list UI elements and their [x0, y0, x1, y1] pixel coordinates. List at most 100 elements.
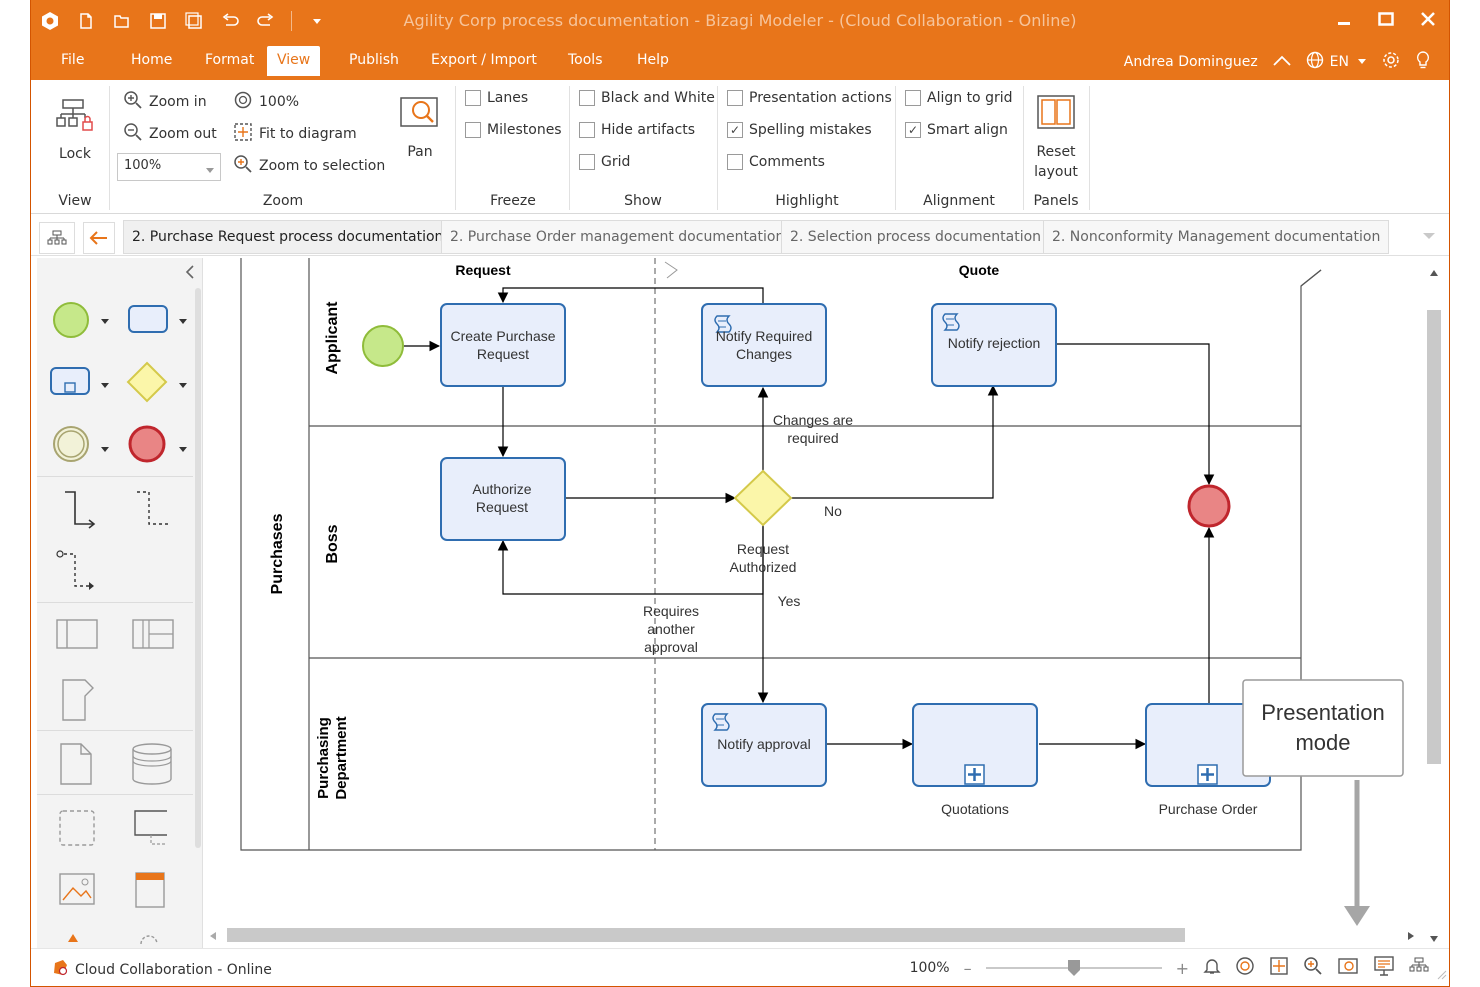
- grid-checkbox[interactable]: Grid: [579, 154, 630, 170]
- save-icon[interactable]: [147, 10, 169, 32]
- image-shape-icon[interactable]: [57, 870, 97, 914]
- scroll-up-icon[interactable]: [1429, 266, 1439, 281]
- zoom-level-combobox[interactable]: 100%: [117, 153, 221, 181]
- collapse-palette-icon[interactable]: [185, 264, 195, 284]
- maximize-icon[interactable]: [1375, 8, 1397, 30]
- process-tree-icon[interactable]: [39, 222, 75, 254]
- zoom-slider[interactable]: [985, 960, 1162, 976]
- zoom-100-icon[interactable]: [1235, 956, 1255, 980]
- association-icon[interactable]: [133, 488, 173, 536]
- more-shapes-icon[interactable]: [67, 932, 79, 947]
- zoom-plus-icon[interactable]: +: [1175, 958, 1189, 978]
- zoom-slider-thumb[interactable]: [1067, 960, 1080, 976]
- new-file-icon[interactable]: [75, 10, 97, 32]
- open-folder-icon[interactable]: [111, 10, 133, 32]
- hide-artifacts-checkbox[interactable]: Hide artifacts: [579, 122, 695, 138]
- group-shape-icon[interactable]: [57, 808, 97, 852]
- dropdown-arrow-icon[interactable]: [179, 314, 187, 329]
- task-shape-icon[interactable]: [127, 304, 169, 340]
- zoom-100-button[interactable]: 100%: [233, 90, 299, 114]
- pool-shape-icon[interactable]: [55, 618, 99, 654]
- scroll-right-icon[interactable]: [1407, 930, 1415, 945]
- task-create-purchase-request[interactable]: Create Purchase Request: [440, 303, 566, 387]
- pan-button[interactable]: Pan: [395, 92, 445, 160]
- dropdown-arrow-icon[interactable]: [1357, 54, 1367, 70]
- pool[interactable]: [240, 258, 1322, 851]
- resize-grip-icon[interactable]: [1437, 969, 1447, 984]
- tab-overflow-icon[interactable]: [1423, 230, 1435, 245]
- dropdown-arrow-icon[interactable]: [101, 442, 109, 457]
- gateway-shape-icon[interactable]: [125, 360, 169, 408]
- chevron-up-icon[interactable]: [1272, 53, 1292, 71]
- process-tree-icon[interactable]: [1409, 957, 1429, 979]
- sequence-flow-icon[interactable]: [59, 488, 99, 536]
- end-event-shape-icon[interactable]: [127, 424, 167, 468]
- start-event-shape-icon[interactable]: [51, 300, 91, 344]
- task-notify-approval[interactable]: Notify approval: [701, 703, 827, 787]
- task-notify-required-changes[interactable]: Notify Required Changes: [701, 303, 827, 387]
- menu-export-import[interactable]: Export / Import: [431, 52, 537, 68]
- language-selector[interactable]: EN: [1329, 54, 1349, 70]
- palette-settings-icon[interactable]: [139, 932, 159, 948]
- tab-nonconformity[interactable]: 2. Nonconformity Management documentatio…: [1043, 220, 1390, 254]
- minimize-icon[interactable]: [1333, 8, 1355, 30]
- settings-gear-icon[interactable]: [1381, 50, 1401, 74]
- freeze-lanes-checkbox[interactable]: Lanes: [465, 90, 528, 106]
- tab-purchase-order[interactable]: 2. Purchase Order management documentati…: [441, 220, 794, 254]
- menu-view[interactable]: View: [267, 46, 321, 76]
- close-icon[interactable]: [1417, 8, 1439, 30]
- align-to-grid-checkbox[interactable]: Align to grid: [905, 90, 1013, 106]
- smart-align-checkbox[interactable]: ✓ Smart align: [905, 122, 1008, 138]
- dropdown-arrow-icon[interactable]: [101, 378, 109, 393]
- pan-icon[interactable]: [1337, 956, 1359, 980]
- intermediate-event-shape-icon[interactable]: [51, 424, 91, 468]
- tab-purchase-request[interactable]: 2. Purchase Request process documentatio…: [123, 220, 453, 254]
- menu-help[interactable]: Help: [637, 52, 669, 68]
- diagram-canvas[interactable]: Purchases Applicant Boss Purchasing Depa…: [207, 258, 1423, 926]
- fit-to-diagram-icon[interactable]: [1269, 956, 1289, 980]
- horizontal-scroll-thumb[interactable]: [227, 928, 1185, 942]
- lane-shape-icon[interactable]: [131, 618, 175, 654]
- end-event[interactable]: [1187, 484, 1231, 528]
- zoom-minus-icon[interactable]: –: [963, 958, 972, 978]
- freeze-milestones-checkbox[interactable]: Milestones: [465, 122, 562, 138]
- text-annotation-icon[interactable]: [131, 808, 171, 852]
- menu-publish[interactable]: Publish: [349, 52, 399, 68]
- menu-home[interactable]: Home: [131, 52, 173, 68]
- start-event[interactable]: [362, 325, 404, 367]
- header-shape-icon[interactable]: [133, 870, 167, 914]
- zoom-to-selection-button[interactable]: Zoom to selection: [233, 154, 385, 178]
- milestone-shape-icon[interactable]: [61, 678, 95, 726]
- save-all-icon[interactable]: [183, 10, 205, 32]
- presentation-mode-icon[interactable]: [1373, 955, 1395, 981]
- message-flow-icon[interactable]: [55, 548, 99, 600]
- zoom-in-button[interactable]: Zoom in: [123, 90, 207, 114]
- fit-to-diagram-button[interactable]: Fit to diagram: [233, 122, 357, 146]
- horizontal-scrollbar[interactable]: [207, 926, 1447, 946]
- redo-icon[interactable]: [255, 10, 277, 32]
- tab-selection-process[interactable]: 2. Selection process documentation: [781, 220, 1051, 254]
- vertical-scroll-thumb[interactable]: [1427, 310, 1441, 764]
- scroll-left-icon[interactable]: [209, 930, 217, 945]
- globe-icon[interactable]: [1306, 51, 1324, 73]
- data-store-icon[interactable]: [131, 742, 173, 790]
- scroll-down-icon[interactable]: [1429, 932, 1439, 947]
- zoom-to-selection-icon[interactable]: [1303, 956, 1323, 980]
- bell-icon[interactable]: [1203, 957, 1221, 979]
- gateway-request-authorized[interactable]: [733, 469, 793, 527]
- dropdown-arrow-icon[interactable]: [179, 378, 187, 393]
- menu-tools[interactable]: Tools: [568, 52, 603, 68]
- subprocess-quotations[interactable]: Quotations: [912, 703, 1038, 817]
- lock-button[interactable]: Lock: [49, 96, 101, 162]
- lightbulb-icon[interactable]: [1415, 50, 1431, 74]
- menu-format[interactable]: Format: [205, 52, 255, 68]
- subprocess-shape-icon[interactable]: [49, 366, 91, 402]
- zoom-out-button[interactable]: Zoom out: [123, 122, 217, 146]
- menu-file[interactable]: File: [61, 52, 85, 68]
- presentation-actions-checkbox[interactable]: Presentation actions: [727, 90, 892, 106]
- task-authorize-request[interactable]: Authorize Request: [440, 457, 566, 541]
- spelling-mistakes-checkbox[interactable]: ✓ Spelling mistakes: [727, 122, 872, 138]
- comments-checkbox[interactable]: Comments: [727, 154, 825, 170]
- black-and-white-checkbox[interactable]: Black and White: [579, 90, 715, 106]
